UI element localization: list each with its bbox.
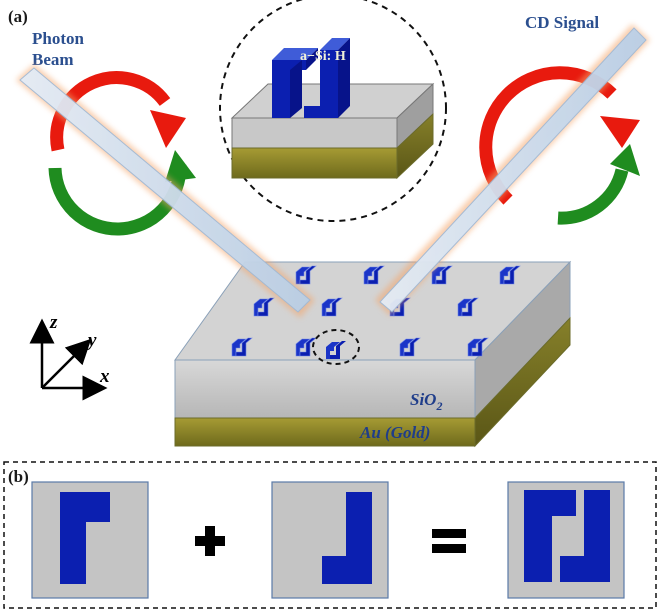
- cd-signal-label: CD Signal: [525, 13, 599, 32]
- right-green-arrowhead: [610, 144, 640, 176]
- unit-upper-l: [231, 338, 247, 357]
- unit-lower-l: [367, 265, 385, 285]
- substrate-block: [174, 260, 572, 448]
- inset-block-right-top: [320, 38, 350, 50]
- y-axis-label: y: [86, 330, 97, 351]
- unit-upper-l: [253, 298, 269, 317]
- tile-lower-l-structure: [271, 481, 389, 599]
- unit-lower-l: [325, 297, 343, 317]
- inset-material-label: a−Si: H: [300, 49, 346, 64]
- gold-layer: [174, 417, 476, 447]
- panel-a-label: (a): [8, 7, 28, 26]
- tile-2-l-shape: [322, 492, 372, 584]
- inset-block-left-top: [272, 48, 318, 60]
- unit-lower-l: [235, 337, 253, 357]
- inset-sio2-front: [231, 117, 398, 149]
- nanostructure-unit: [499, 265, 521, 285]
- unit-upper-l: [295, 266, 311, 285]
- gold-label: Au (Gold): [359, 423, 430, 442]
- right-red-arrowhead: [600, 116, 640, 148]
- left-green-arrowhead: [165, 150, 196, 182]
- sio2-label: SiO2: [410, 390, 442, 413]
- inset-gold-side: [396, 112, 434, 180]
- inset-block-right-side: [338, 38, 350, 118]
- unit-lower-l: [503, 265, 521, 285]
- nanostructure-unit: [321, 297, 343, 317]
- unit-upper-l: [326, 342, 340, 359]
- inset-block-left-side: [306, 48, 318, 70]
- inset-zoom: a−Si: H: [219, 0, 447, 222]
- unit-upper-l: [321, 298, 337, 317]
- inset-block-left-front: [272, 60, 306, 118]
- panel-b-frame: [3, 461, 657, 609]
- photon-beam-label-line2: Beam: [32, 50, 74, 69]
- unit-lower-l: [471, 337, 489, 357]
- left-red-arc: [50, 71, 171, 152]
- unit-upper-l: [363, 266, 379, 285]
- left-red-arrowhead: [150, 110, 186, 148]
- highlighted-unit-circle: [312, 329, 360, 365]
- unit-lower-l: [299, 337, 317, 357]
- unit-upper-l: [457, 298, 473, 317]
- y-axis-line: [41, 338, 92, 389]
- sio2-layer: [174, 359, 476, 419]
- nanostructure-unit: [295, 337, 317, 357]
- z-axis-label: z: [49, 312, 58, 333]
- inset-block-left-inner: [290, 60, 302, 118]
- unit-lower-l: [393, 297, 411, 317]
- unit-upper-l: [399, 338, 415, 357]
- nanostructure-unit: [399, 337, 421, 357]
- panel-b-label: (b): [8, 467, 29, 486]
- right-red-arc: [479, 66, 617, 205]
- incident-beam-body: [19, 67, 311, 313]
- nanostructure-unit: [457, 297, 479, 317]
- tile-3-upper-l: [524, 490, 576, 582]
- plus-operator: [195, 526, 225, 556]
- nanostructure-unit: [231, 337, 253, 357]
- unit-upper-l: [467, 338, 483, 357]
- coordinate-axes: z y x: [29, 312, 110, 401]
- right-polarization-arrows: [479, 66, 640, 225]
- tile-3-lower-l: [560, 490, 610, 582]
- nanostructure-unit: [363, 265, 385, 285]
- equals-operator: [432, 529, 466, 553]
- tile-combined-structure: [507, 481, 625, 599]
- reflected-cd-signal-beam: [375, 24, 650, 316]
- nanostructure-unit: [431, 265, 453, 285]
- nanostructure-unit: [295, 265, 317, 285]
- inset-gold-front: [231, 147, 398, 179]
- tile-upper-l-structure: [31, 481, 149, 599]
- plus-vertical: [205, 526, 215, 556]
- tile-1-l-shape: [60, 492, 110, 584]
- equals-bottom-bar: [432, 544, 466, 553]
- unit-upper-l: [431, 266, 447, 285]
- unit-lower-l: [257, 297, 275, 317]
- nanostructure-unit: [253, 297, 275, 317]
- unit-upper-l: [295, 338, 311, 357]
- unit-lower-l: [461, 297, 479, 317]
- unit-lower-l: [435, 265, 453, 285]
- reflected-beam-body: [379, 27, 647, 313]
- unit-lower-l: [299, 265, 317, 285]
- x-axis-label: x: [99, 366, 110, 387]
- incident-photon-beam: [16, 64, 315, 318]
- right-green-arc: [557, 168, 629, 225]
- nanostructure-array: [231, 265, 521, 359]
- nanostructure-unit-highlighted: [326, 341, 346, 359]
- unit-lower-l: [403, 337, 421, 357]
- unit-lower-l: [330, 341, 346, 359]
- equals-top-bar: [432, 529, 466, 538]
- photon-beam-label-line1: Photon: [32, 29, 85, 48]
- inset-block-right-front: [304, 50, 338, 118]
- unit-upper-l: [499, 266, 515, 285]
- nanostructure-unit: [467, 337, 489, 357]
